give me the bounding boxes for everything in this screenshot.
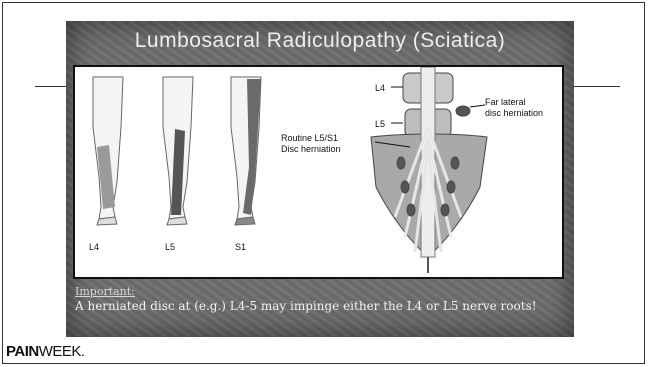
leg-label-s1: S1 bbox=[235, 242, 246, 252]
note-heading: Important: bbox=[75, 285, 135, 298]
painweek-logo: PAINWEEK. bbox=[6, 343, 85, 360]
diagram-panel: L4 L5 S1 L4 L5 Far lateral disc herniati… bbox=[73, 65, 564, 279]
slide-title: Lumbosacral Radiculopathy (Sciatica) bbox=[66, 29, 574, 53]
leg-s1 bbox=[231, 77, 261, 225]
spine-label-l4: L4 bbox=[375, 83, 385, 93]
leg-l5 bbox=[163, 77, 193, 225]
leg-label-l5: L5 bbox=[165, 242, 175, 252]
far-lateral-label: Far lateral disc herniation bbox=[485, 97, 543, 119]
routine-herniation-label: Routine L5/S1 Disc herniation bbox=[281, 133, 341, 155]
spine-label-l5: L5 bbox=[375, 119, 385, 129]
leg-l4 bbox=[93, 77, 123, 225]
spine-illustration bbox=[371, 67, 487, 273]
slide: Lumbosacral Radiculopathy (Sciatica) bbox=[66, 21, 574, 337]
note-text: A herniated disc at (e.g.) L4-5 may impi… bbox=[75, 299, 537, 313]
logo-bold: PAIN bbox=[6, 343, 39, 360]
leg-label-l4: L4 bbox=[89, 242, 99, 252]
logo-light: WEEK. bbox=[39, 343, 85, 360]
